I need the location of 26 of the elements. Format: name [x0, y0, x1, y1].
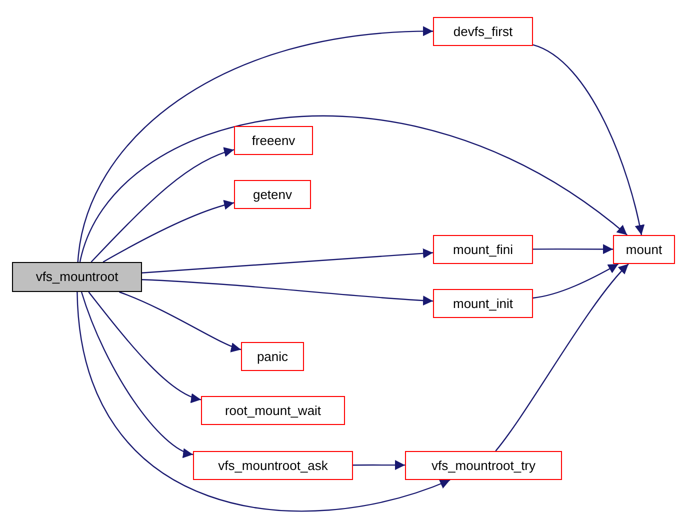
arrow [142, 279, 434, 306]
arrow [90, 148, 234, 262]
arrow [79, 115, 628, 262]
arrow [77, 26, 434, 262]
arrow [533, 244, 613, 254]
function-box: panic [241, 342, 304, 371]
arrow [88, 292, 202, 402]
arrow [353, 460, 405, 470]
arrow [532, 44, 644, 236]
function-box: mount_fini [433, 235, 533, 264]
arrow [76, 292, 450, 512]
function-box: root_mount_wait [201, 396, 345, 425]
arrow [119, 291, 242, 352]
arrow [142, 248, 434, 274]
arrow [102, 200, 234, 263]
function-box: vfs_mountroot_try [405, 451, 562, 480]
function-box: getenv [234, 180, 311, 209]
root-function-box: vfs_mountroot [12, 262, 142, 292]
arrow [532, 263, 619, 299]
function-box: mount_init [433, 289, 533, 318]
function-box: devfs_first [433, 17, 533, 46]
function-box: mount [613, 235, 675, 264]
function-box: vfs_mountroot_ask [193, 451, 353, 480]
function-box: freeenv [234, 126, 313, 155]
arrow [80, 292, 194, 456]
arrow [495, 264, 629, 452]
